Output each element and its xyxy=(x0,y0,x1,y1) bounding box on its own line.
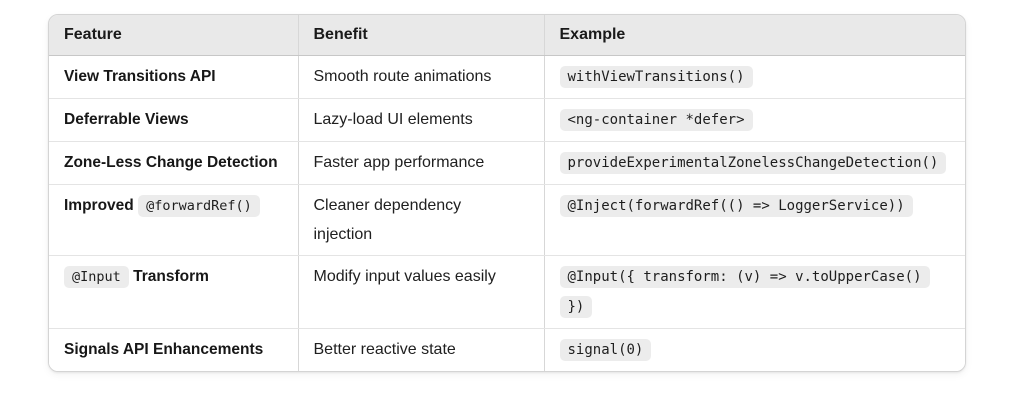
benefit-cell: Smooth route animations xyxy=(298,55,545,99)
example-code-chip: provideExperimentalZonelessChangeDetecti… xyxy=(559,152,947,174)
table-header: Feature Benefit Example xyxy=(49,15,965,56)
column-header-feature: Feature xyxy=(49,15,299,56)
feature-cell: Improved @forwardRef() xyxy=(49,184,299,256)
table-row: Improved @forwardRef() Cleaner dependency… xyxy=(49,184,965,256)
example-code-chip: @Input({ transform: (v) => v.toUpperCase… xyxy=(559,266,930,318)
feature-table: Feature Benefit Example View Transitions… xyxy=(49,15,965,371)
benefit-cell: Lazy-load UI elements xyxy=(298,98,545,142)
example-cell: withViewTransitions() xyxy=(544,55,965,99)
feature-cell: Signals API Enhancements xyxy=(49,328,299,371)
feature-cell: View Transitions API xyxy=(49,55,299,99)
table-row: @Input Transform Modify input values easi… xyxy=(49,255,965,329)
table-row: Zone-Less Change Detection Faster app per… xyxy=(49,141,965,185)
table-container: Feature Benefit Example View Transitions… xyxy=(48,14,966,372)
benefit-cell: Modify input values easily xyxy=(298,255,545,329)
example-cell: provideExperimentalZonelessChangeDetecti… xyxy=(544,141,965,185)
benefit-text: Lazy-load UI elements xyxy=(313,111,473,128)
benefit-text: Better reactive state xyxy=(313,341,456,358)
feature-label: View Transitions API xyxy=(64,68,216,85)
inline-code-chip: @Input xyxy=(64,266,129,288)
feature-label: Zone-Less Change Detection xyxy=(64,154,278,171)
benefit-cell: Better reactive state xyxy=(298,328,545,371)
benefit-cell: Cleaner dependency injection xyxy=(298,184,545,256)
example-cell: @Input({ transform: (v) => v.toUpperCase… xyxy=(544,255,965,329)
benefit-cell: Faster app performance xyxy=(298,141,545,185)
feature-cell: @Input Transform xyxy=(49,255,299,329)
example-code-chip: withViewTransitions() xyxy=(559,66,753,88)
header-row: Feature Benefit Example xyxy=(49,15,965,56)
feature-label: Improved xyxy=(64,197,134,214)
feature-cell: Deferrable Views xyxy=(49,98,299,142)
feature-label: Signals API Enhancements xyxy=(64,341,264,358)
benefit-text: Modify input values easily xyxy=(313,268,496,285)
feature-label: Deferrable Views xyxy=(64,111,189,128)
column-header-benefit: Benefit xyxy=(298,15,545,56)
feature-label: Transform xyxy=(133,268,209,285)
benefit-text: Smooth route animations xyxy=(313,68,492,85)
example-cell: @Inject(forwardRef(() => LoggerService)) xyxy=(544,184,965,256)
table-row: Signals API Enhancements Better reactive … xyxy=(49,328,965,371)
example-code-chip: @Inject(forwardRef(() => LoggerService)) xyxy=(559,195,913,217)
example-cell: <ng-container *defer> xyxy=(544,98,965,142)
benefit-text: Faster app performance xyxy=(313,154,485,171)
feature-cell: Zone-Less Change Detection xyxy=(49,141,299,185)
table-row: View Transitions API Smooth route animati… xyxy=(49,55,965,99)
table-row: Deferrable Views Lazy-load UI elements <ng… xyxy=(49,98,965,142)
example-code-chip: <ng-container *defer> xyxy=(559,109,753,131)
table-body: View Transitions API Smooth route animati… xyxy=(49,55,965,371)
example-code-chip: signal(0) xyxy=(559,339,652,361)
example-cell: signal(0) xyxy=(544,328,965,371)
column-header-example: Example xyxy=(544,15,965,56)
inline-code-chip: @forwardRef() xyxy=(138,195,260,217)
benefit-text: Cleaner dependency injection xyxy=(313,197,462,243)
